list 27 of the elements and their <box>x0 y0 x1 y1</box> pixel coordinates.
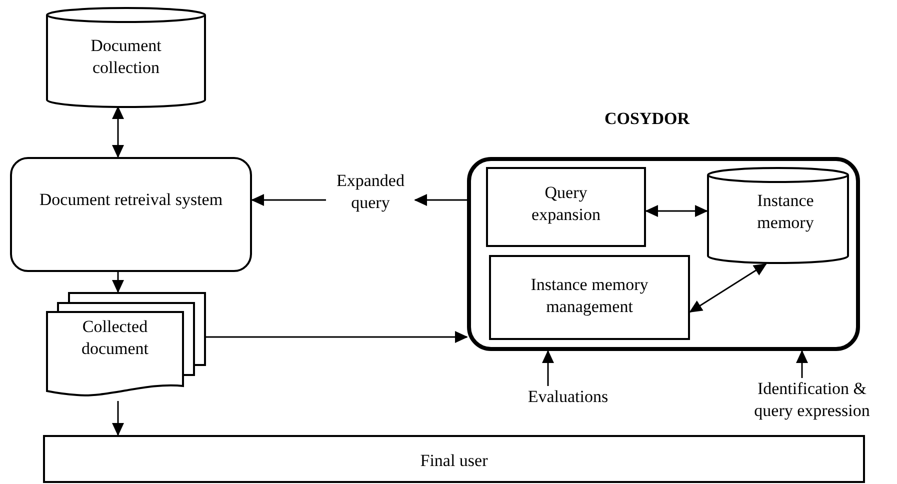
user-bar <box>43 435 865 483</box>
arrow <box>414 194 467 206</box>
arrow <box>112 401 124 436</box>
node-label: Document collection <box>90 35 162 80</box>
arrow <box>689 263 767 313</box>
arrow <box>204 331 468 343</box>
node-label: Collected document <box>80 316 150 360</box>
arrow <box>645 205 708 217</box>
database-cylinder <box>46 8 206 107</box>
arrow <box>542 350 554 386</box>
arrow <box>112 106 124 158</box>
process-box <box>486 167 646 247</box>
arrow <box>796 350 808 378</box>
process-box <box>10 157 252 272</box>
panel-title: COSYDOR <box>603 108 691 130</box>
arrow <box>251 194 326 206</box>
process-box <box>489 255 690 340</box>
arrow <box>112 272 124 293</box>
node-label: Query expansion <box>530 182 602 226</box>
database-cylinder <box>707 168 849 263</box>
flow-label: Expanded query <box>326 170 415 222</box>
node-label: Instance memory <box>756 190 815 234</box>
node-label: Final user <box>419 450 489 472</box>
input-label: Evaluations <box>513 386 623 416</box>
input-label: Identification & query expression <box>737 378 887 426</box>
node-label: Document retreival system <box>38 189 224 211</box>
node-label: Instance memory management <box>530 274 650 318</box>
